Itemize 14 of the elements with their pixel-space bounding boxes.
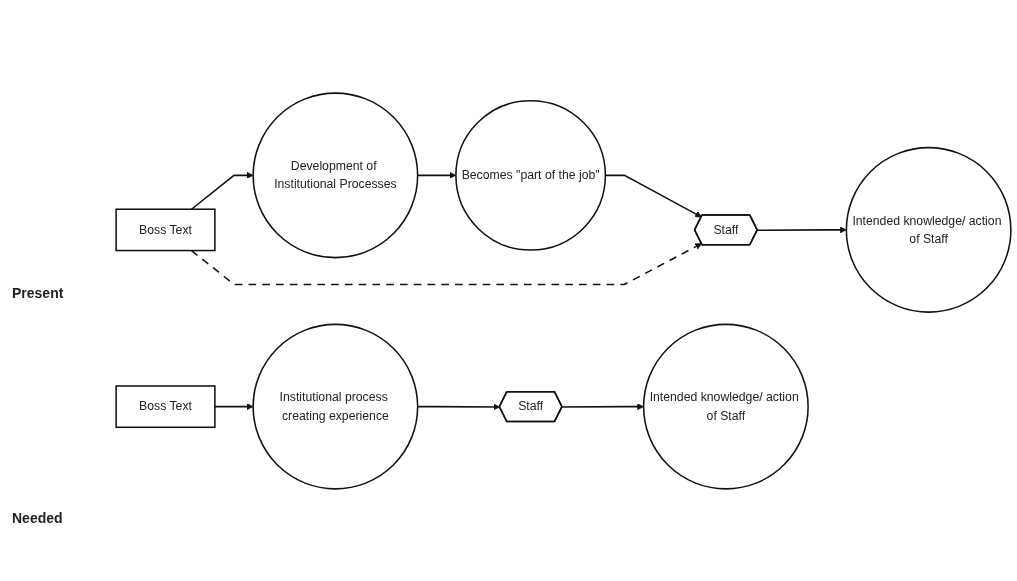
arrow [190, 242, 702, 285]
node-circle: Development of Institutional Processes [252, 91, 419, 258]
node-circle: Institutional process creating experience [252, 323, 419, 490]
arrow [190, 171, 254, 210]
row-label: Present [12, 285, 64, 301]
node-box: Boss Text [115, 207, 216, 251]
node-box: Boss Text [115, 384, 216, 428]
node-circle: Intended knowledge/ action of Staff [845, 146, 1012, 313]
node-circle: Becomes "part of the job" [455, 99, 607, 251]
row-label: Needed [12, 510, 63, 526]
arrow [756, 226, 847, 233]
arrow [214, 402, 254, 410]
node-circle: Intended knowledge/ action of Staff [642, 323, 809, 490]
arrow [561, 402, 644, 410]
